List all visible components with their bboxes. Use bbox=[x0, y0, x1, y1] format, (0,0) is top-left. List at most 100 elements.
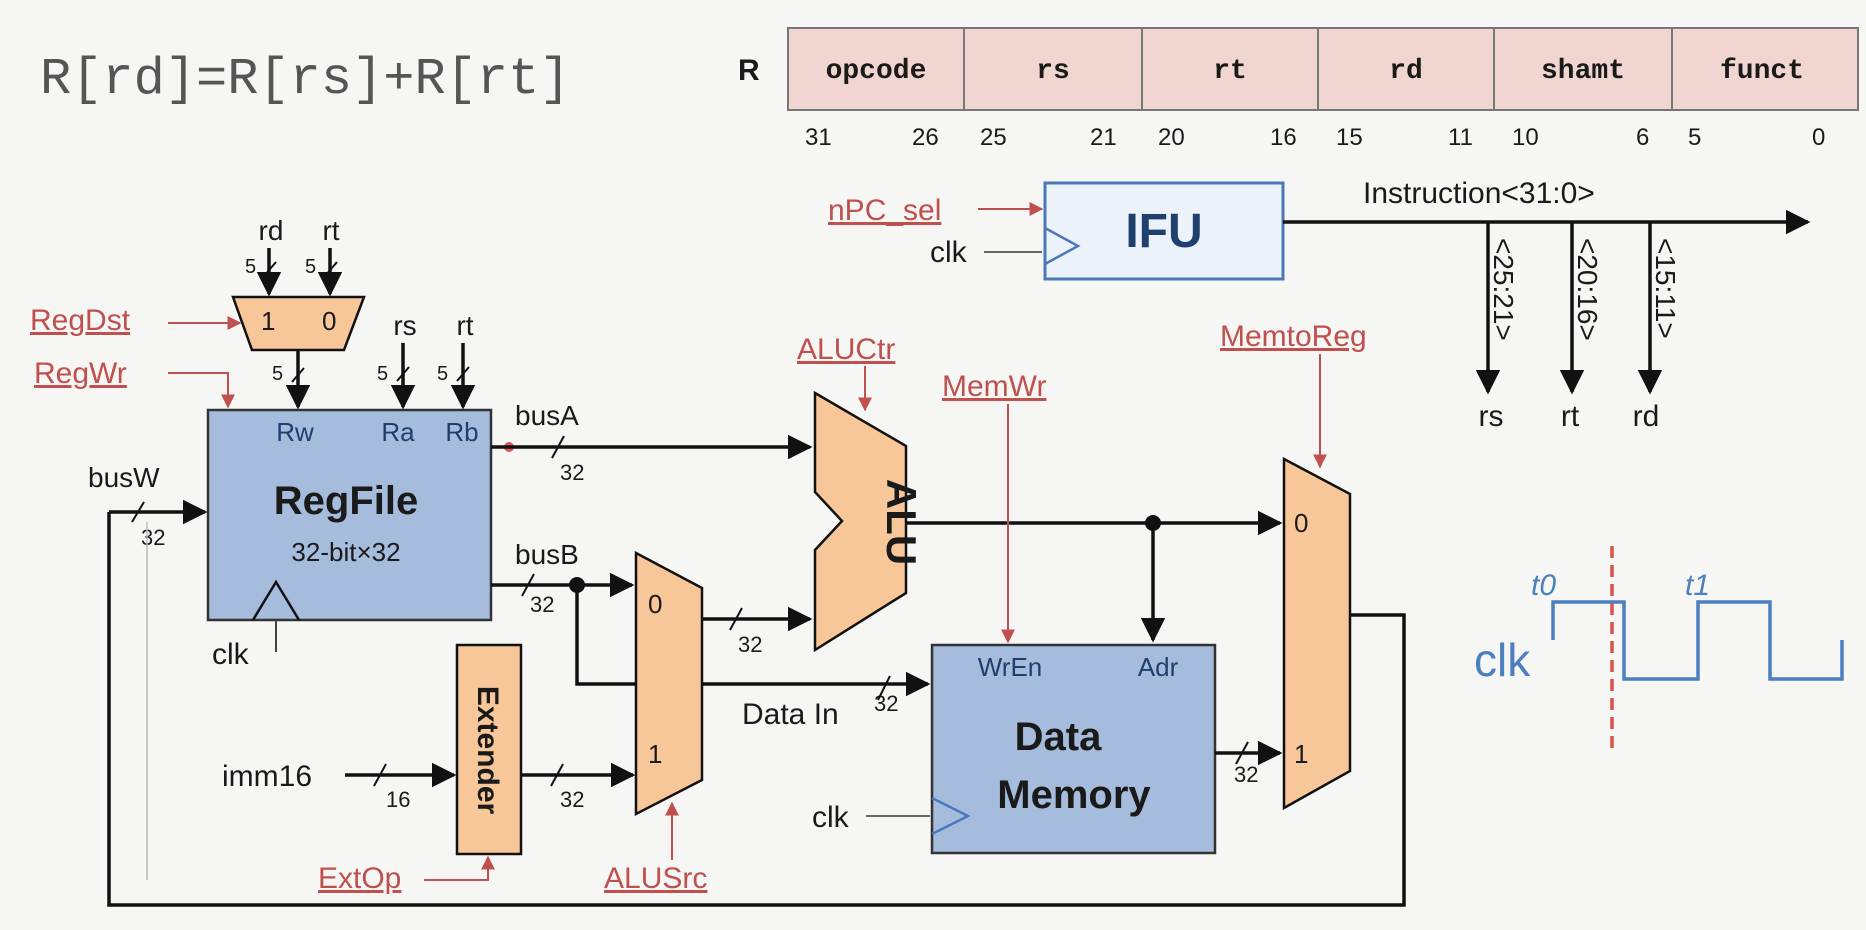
busw-label: busW bbox=[88, 462, 160, 493]
alusrc-label: ALUSrc bbox=[604, 862, 707, 895]
bit-11: 11 bbox=[1448, 124, 1473, 151]
bus-width-slash bbox=[291, 367, 305, 383]
bus-width-slash bbox=[1235, 741, 1249, 765]
format-field-box-opcode bbox=[787, 27, 965, 111]
data-memory-wren: WrEn bbox=[978, 652, 1043, 682]
mux-width-rd: 5 bbox=[245, 256, 256, 278]
regdst-mux-sel0: 0 bbox=[322, 306, 336, 336]
timing-t0-label: t0 bbox=[1531, 569, 1556, 602]
data-memory-block bbox=[930, 643, 1217, 855]
regfile-ra-width: 5 bbox=[377, 363, 388, 385]
imm16-label: imm16 bbox=[222, 760, 312, 793]
mux-in-rd-label: rd bbox=[259, 215, 284, 246]
alusrc-mux-out-width: 32 bbox=[738, 632, 762, 657]
bus-width-slash bbox=[729, 607, 743, 631]
memtoreg-label: MemtoReg bbox=[1220, 320, 1367, 353]
bit-31: 31 bbox=[805, 124, 832, 151]
bit-10: 10 bbox=[1512, 124, 1539, 151]
bus-width-slash bbox=[131, 501, 145, 523]
bit-21: 21 bbox=[1090, 124, 1117, 151]
memtoreg-mux bbox=[1282, 456, 1352, 811]
slice-rs-name: rs bbox=[1479, 400, 1504, 433]
busb-width: 32 bbox=[530, 592, 554, 617]
extop-label: ExtOp bbox=[318, 862, 401, 895]
regfile-title: RegFile bbox=[274, 479, 418, 523]
bit-0: 0 bbox=[1812, 124, 1825, 151]
slice-rs-bits: <25:21> bbox=[1488, 238, 1519, 341]
alu-block bbox=[813, 390, 908, 653]
regfile-rs-label: rs bbox=[393, 310, 416, 341]
regfile-rw: Rw bbox=[276, 417, 314, 447]
memtoreg-mux-sel1: 1 bbox=[1294, 739, 1308, 769]
regfile-block bbox=[206, 408, 493, 622]
regdst-mux-out-width: 5 bbox=[272, 363, 283, 385]
bit-26: 26 bbox=[912, 124, 939, 151]
format-field-rs: rs bbox=[1036, 56, 1070, 87]
format-field-box-rs bbox=[963, 27, 1143, 111]
busa-width: 32 bbox=[560, 460, 584, 485]
instruction-label: Instruction<31:0> bbox=[1363, 177, 1595, 210]
format-field-box-rt bbox=[1141, 27, 1319, 111]
format-fields: opcode rs rt rd shamt funct bbox=[787, 27, 1859, 111]
ifu-clock-triangle bbox=[1044, 226, 1081, 266]
busw-width: 32 bbox=[141, 525, 165, 550]
bus-width-slash bbox=[551, 435, 565, 459]
bus-width-slash bbox=[396, 366, 410, 382]
alusrc-mux bbox=[634, 550, 704, 817]
regwr-label: RegWr bbox=[34, 357, 127, 390]
bus-width-slash bbox=[324, 261, 338, 277]
equation: R[rd]=R[rs]+R[rt] bbox=[40, 50, 571, 109]
format-field-box-shamt bbox=[1493, 27, 1673, 111]
data-in-wire bbox=[575, 585, 931, 697]
regfile-subtitle: 32-bit×32 bbox=[291, 537, 400, 567]
format-field-shamt: shamt bbox=[1541, 56, 1625, 87]
timing-t1-label: t1 bbox=[1685, 569, 1710, 602]
mux-in-rt-label: rt bbox=[322, 215, 339, 246]
format-field-box-funct bbox=[1671, 27, 1859, 111]
bus-width-slash bbox=[456, 366, 470, 382]
mux-width-rt: 5 bbox=[305, 256, 316, 278]
extender-label: Extender bbox=[471, 686, 504, 815]
ifu-label: IFU bbox=[1125, 205, 1202, 258]
data-memory-title-2: Memory bbox=[997, 773, 1151, 817]
ifu-block bbox=[1043, 181, 1285, 281]
format-field-rd: rd bbox=[1389, 56, 1423, 87]
busb-label: busB bbox=[515, 539, 579, 570]
format-field-rt: rt bbox=[1213, 56, 1247, 87]
imm16-width: 16 bbox=[386, 787, 410, 812]
data-memory-title-1: Data bbox=[1015, 715, 1102, 759]
bit-6: 6 bbox=[1636, 124, 1649, 151]
data-memory-clk-label: clk bbox=[812, 801, 850, 834]
bus-width-slash bbox=[521, 573, 535, 597]
regdst-mux-sel1: 1 bbox=[261, 306, 275, 336]
extender-out-width: 32 bbox=[560, 787, 584, 812]
bus-width-slash bbox=[550, 763, 564, 787]
memwr-label: MemWr bbox=[942, 370, 1046, 403]
extender-block bbox=[455, 643, 523, 856]
data-memory-out-width: 32 bbox=[1234, 762, 1258, 787]
aluctr-label: ALUCtr bbox=[797, 333, 895, 366]
format-field-opcode: opcode bbox=[826, 56, 927, 87]
alusrc-mux-sel1: 1 bbox=[648, 739, 662, 769]
bit-15: 15 bbox=[1336, 124, 1363, 151]
slice-rt-name: rt bbox=[1561, 400, 1580, 433]
regfile-rt-label: rt bbox=[456, 310, 473, 341]
format-type-label: R bbox=[738, 54, 760, 87]
bit-5: 5 bbox=[1688, 124, 1701, 151]
data-memory-clock-triangle bbox=[931, 796, 971, 836]
regwr-arrow bbox=[168, 372, 235, 409]
format-field-funct: funct bbox=[1720, 56, 1804, 87]
regfile-clock-triangle bbox=[251, 579, 301, 621]
ifu-npc-sel-label: nPC_sel bbox=[828, 194, 941, 227]
regdst-mux bbox=[231, 295, 366, 352]
regfile-clk-label: clk bbox=[212, 638, 250, 671]
busa-label: busA bbox=[515, 400, 579, 431]
timing-clk-label: clk bbox=[1474, 634, 1531, 686]
ifu-clk-label: clk bbox=[930, 236, 968, 269]
bus-width-slash bbox=[877, 675, 891, 701]
slice-rt-bits: <20:16> bbox=[1572, 238, 1603, 341]
bit-25: 25 bbox=[980, 124, 1007, 151]
regfile-rb: Rb bbox=[445, 417, 478, 447]
data-in-width: 32 bbox=[874, 691, 898, 716]
